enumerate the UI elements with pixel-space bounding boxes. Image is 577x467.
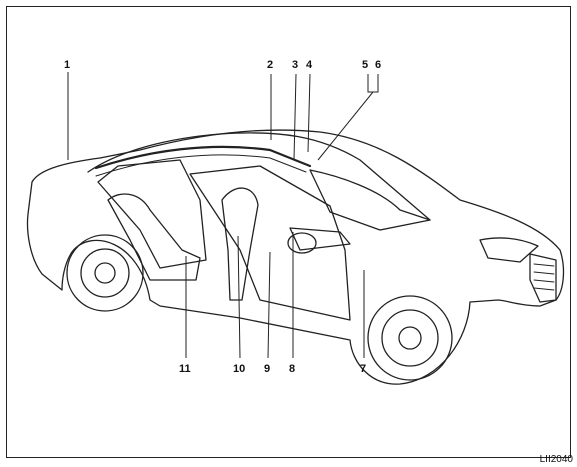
leader-line (293, 73, 297, 161)
dashboard (289, 227, 351, 251)
callout-8: 8 (289, 363, 295, 375)
rear-seat (107, 193, 201, 281)
rear-door (97, 159, 207, 269)
leader-line (317, 91, 374, 161)
callout-6: 6 (375, 59, 381, 71)
leader-line (267, 251, 271, 359)
callout-9: 9 (264, 363, 270, 375)
grille (529, 253, 557, 303)
curtain-airbag (94, 145, 312, 170)
steering-wheel (287, 232, 317, 254)
callout-1: 1 (64, 59, 70, 71)
leader-line (237, 235, 241, 359)
leader-line (367, 74, 379, 93)
front-door-opening (189, 165, 351, 321)
car-body-outline (26, 129, 565, 385)
figure-frame (6, 6, 571, 458)
callout-11: 11 (179, 363, 191, 375)
car-roof-line (87, 132, 431, 221)
callout-5: 5 (362, 59, 368, 71)
figure-code: LII2040 (539, 454, 573, 465)
front-seat (221, 187, 259, 301)
front-wheel (367, 295, 453, 381)
callout-2: 2 (267, 59, 273, 71)
headlight (479, 237, 539, 263)
callout-7: 7 (360, 363, 366, 375)
leader-line (307, 73, 311, 153)
windshield (309, 169, 431, 231)
callout-3: 3 (292, 59, 298, 71)
rear-wheel (66, 234, 144, 312)
callout-10: 10 (233, 363, 245, 375)
callout-4: 4 (306, 59, 313, 71)
